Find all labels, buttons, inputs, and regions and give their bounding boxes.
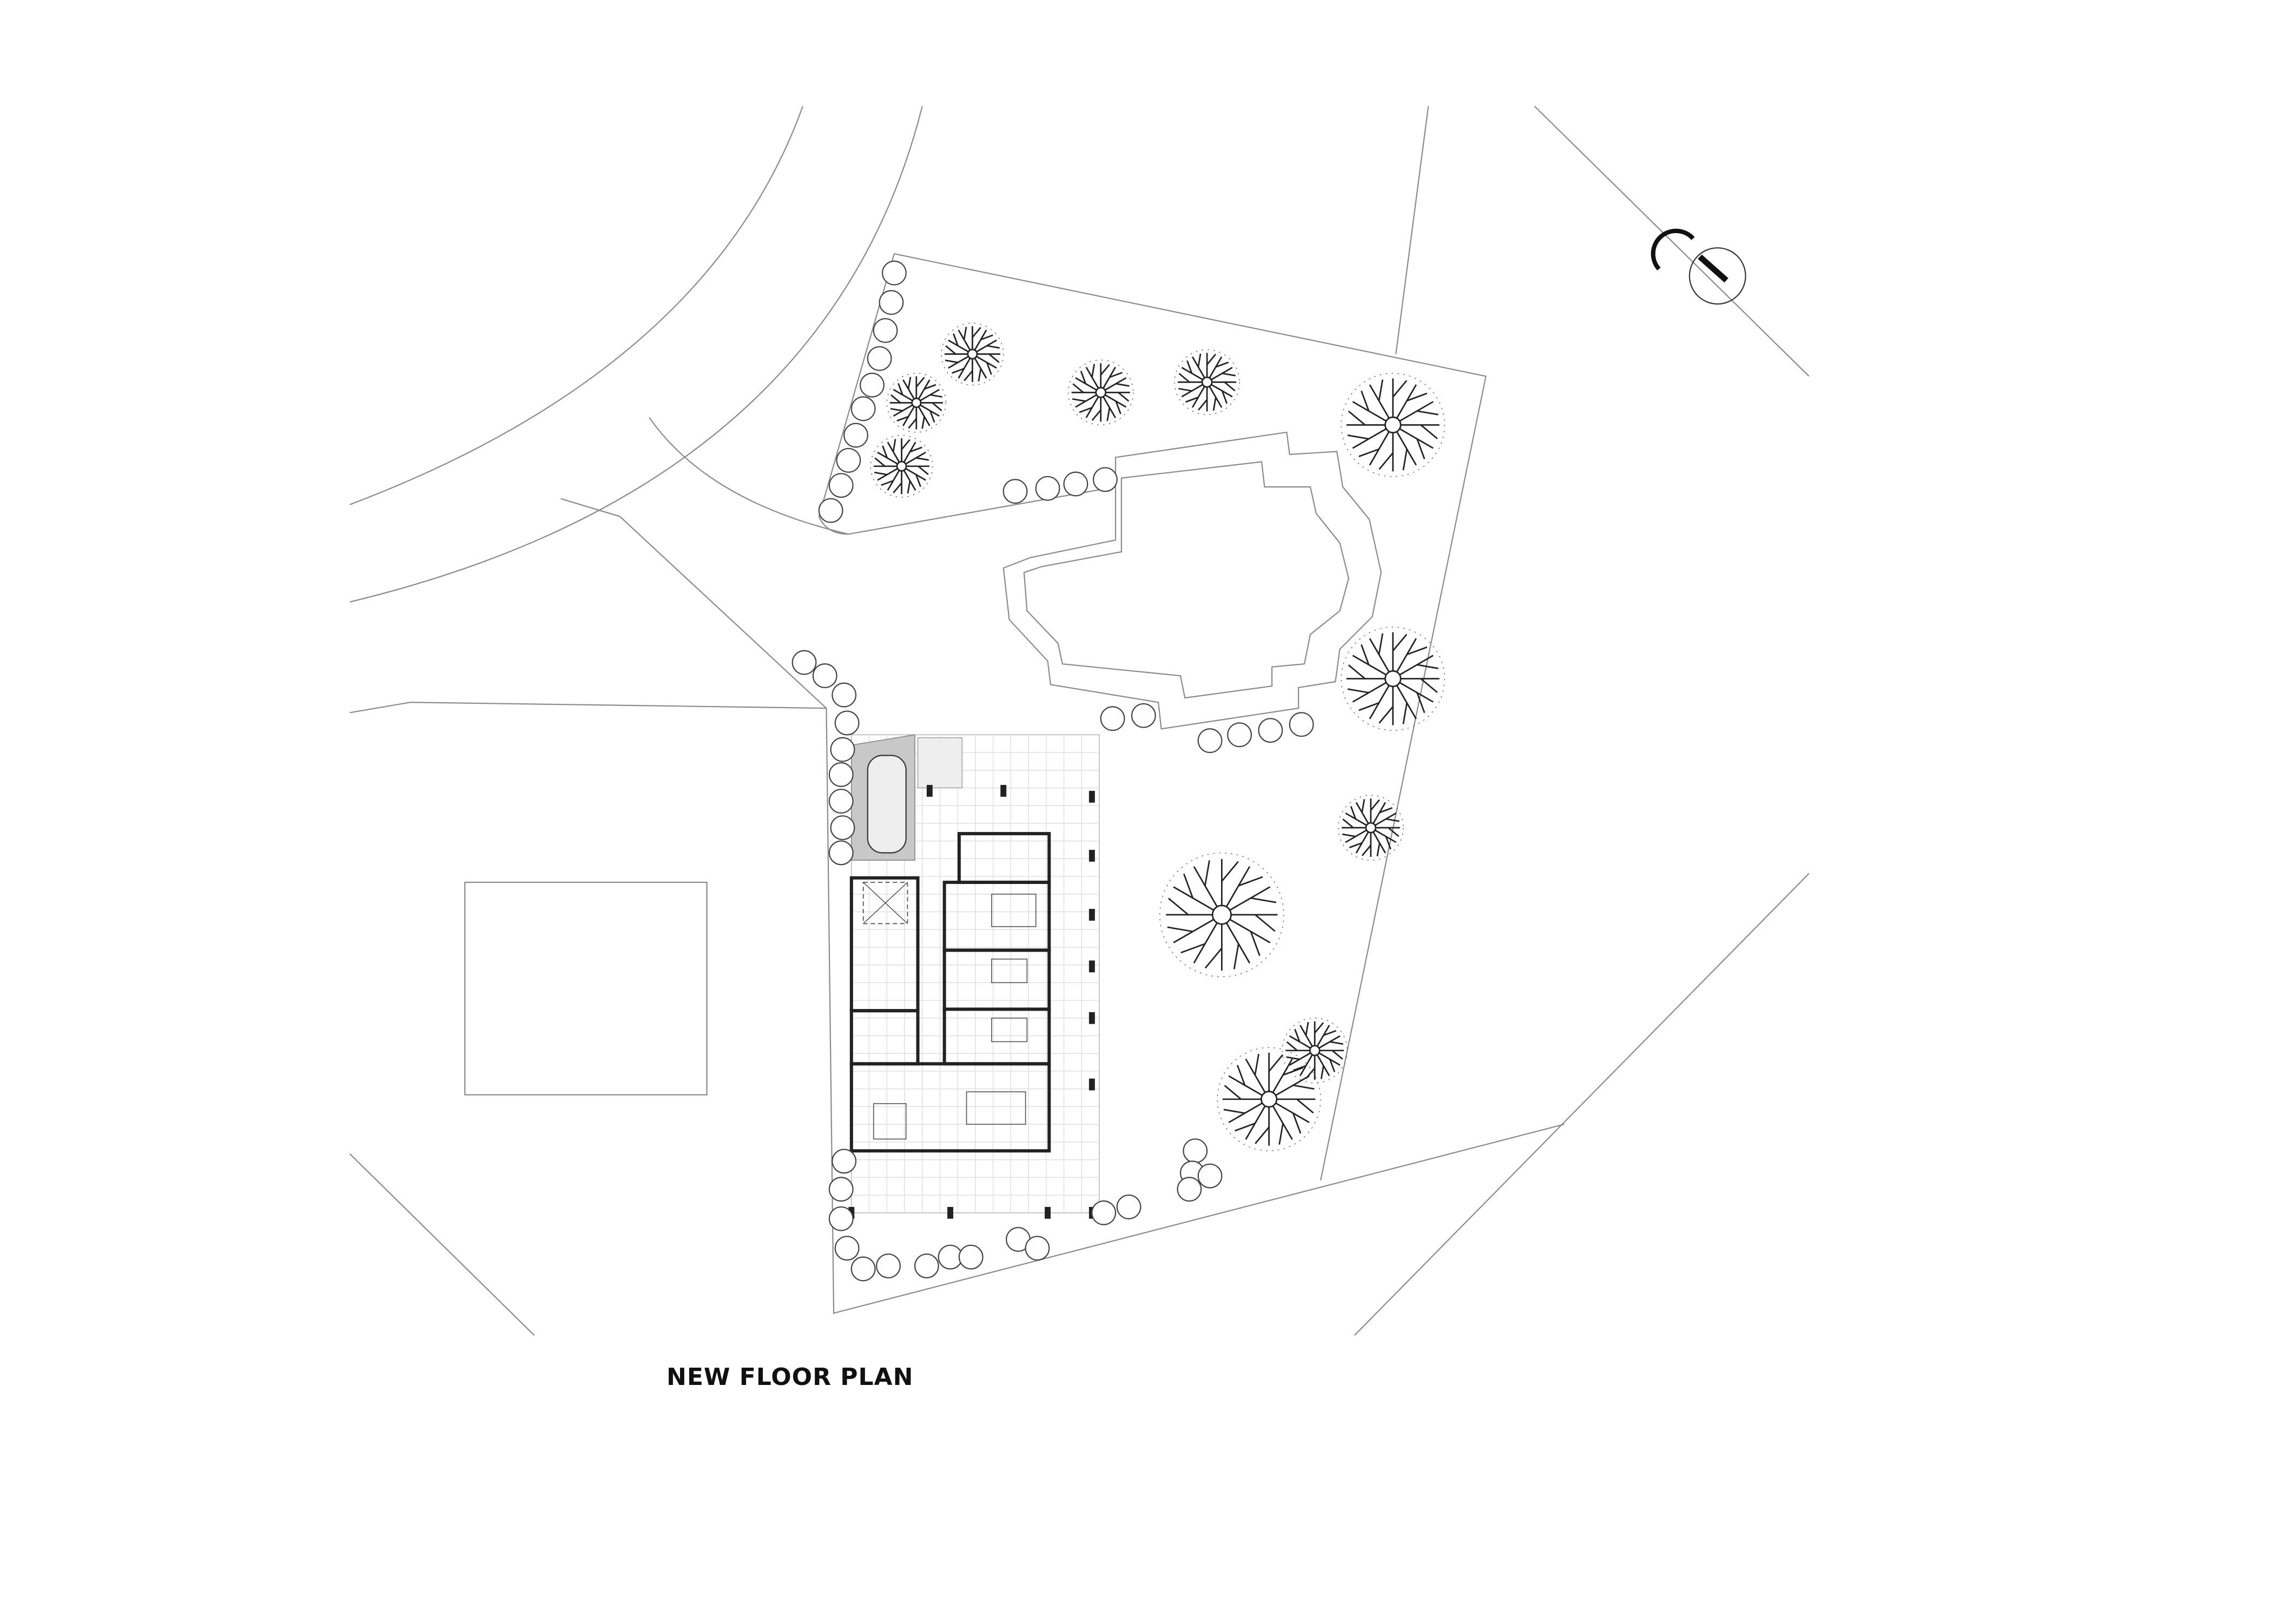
carport	[851, 734, 963, 861]
shrub-icon	[876, 1253, 901, 1278]
shrub-icon	[834, 1236, 860, 1261]
shrub-icon	[1258, 718, 1283, 743]
column	[1088, 909, 1095, 921]
column	[1088, 960, 1095, 973]
drawing-title: NEW FLOOR PLAN	[667, 1363, 914, 1391]
shrub-icon	[881, 260, 907, 286]
tree-icon	[1068, 359, 1134, 426]
shrub-icon	[914, 1253, 939, 1278]
shrub-icon	[850, 1256, 876, 1282]
column	[1088, 1012, 1095, 1024]
tree-icon	[941, 322, 1004, 386]
column	[1088, 1078, 1095, 1091]
neighbor-building	[464, 881, 708, 1096]
shrub-icon	[879, 290, 904, 315]
church-outline	[1002, 431, 1382, 730]
shrub-icon	[958, 1244, 984, 1270]
shrub-icon	[1227, 722, 1252, 748]
shrub-icon	[828, 788, 854, 814]
column	[1088, 790, 1095, 803]
shrub-icon	[832, 682, 857, 708]
tree-icon	[1174, 349, 1240, 415]
tree-icon	[1159, 852, 1284, 978]
shrub-icon	[850, 396, 876, 421]
tree-icon	[1341, 373, 1445, 477]
tree-icon	[870, 434, 933, 498]
shrub-icon	[1116, 1194, 1142, 1219]
tree-icon	[1341, 626, 1445, 731]
shrub-icon	[836, 448, 861, 473]
shrub-icon	[1035, 476, 1060, 501]
shrub-icon	[1100, 706, 1125, 731]
column	[947, 1206, 953, 1219]
shrub-icon	[843, 423, 868, 448]
car-icon	[867, 755, 907, 854]
shrub-icon	[828, 473, 854, 498]
shrub-icon	[1063, 471, 1088, 497]
shrub-icon	[1289, 712, 1314, 737]
sofa-icon	[966, 1091, 1026, 1125]
column	[1000, 784, 1007, 797]
column	[1088, 849, 1095, 862]
shrub-icon	[791, 650, 817, 675]
shrub-icon	[1092, 467, 1118, 492]
tree-icon	[1338, 795, 1404, 861]
shrub-icon	[1183, 1138, 1208, 1164]
north-arrow-icon	[1651, 228, 1746, 305]
shrub-icon	[867, 346, 892, 371]
shrub-icon	[812, 663, 837, 688]
tree-icon	[1282, 1018, 1348, 1084]
tree-icon	[1217, 1047, 1321, 1151]
shrub-icon	[830, 815, 855, 840]
shrub-icon	[832, 1149, 857, 1174]
shrubs	[791, 260, 1314, 1282]
shrub-icon	[828, 762, 854, 787]
shrub-icon	[1131, 703, 1156, 728]
gravel-patch	[917, 737, 963, 789]
shrub-icon	[1177, 1177, 1202, 1202]
bed-icon	[991, 893, 1037, 927]
column	[1045, 1206, 1051, 1219]
shrub-icon	[828, 1206, 854, 1231]
shrub-icon	[1025, 1236, 1050, 1261]
shrub-icon	[830, 737, 855, 762]
shrub-icon	[834, 710, 860, 736]
shrub-icon	[828, 840, 854, 866]
paved-terrace	[851, 734, 1100, 1213]
shrub-icon	[1002, 479, 1028, 504]
shrub-icon	[1197, 1163, 1223, 1189]
shrub-icon	[873, 318, 898, 343]
shrub-icon	[860, 372, 885, 398]
shrub-icon	[1091, 1200, 1117, 1225]
site-lines	[349, 105, 1810, 1336]
trees	[870, 322, 1445, 1151]
shrub-icon	[1197, 728, 1223, 753]
bed-icon	[991, 1017, 1028, 1043]
dining-table-icon	[873, 1103, 907, 1140]
shrub-icon	[818, 498, 843, 523]
shrub-icon	[828, 1177, 854, 1202]
bed-icon	[991, 958, 1028, 984]
tree-icon	[886, 373, 947, 433]
column	[926, 784, 933, 797]
